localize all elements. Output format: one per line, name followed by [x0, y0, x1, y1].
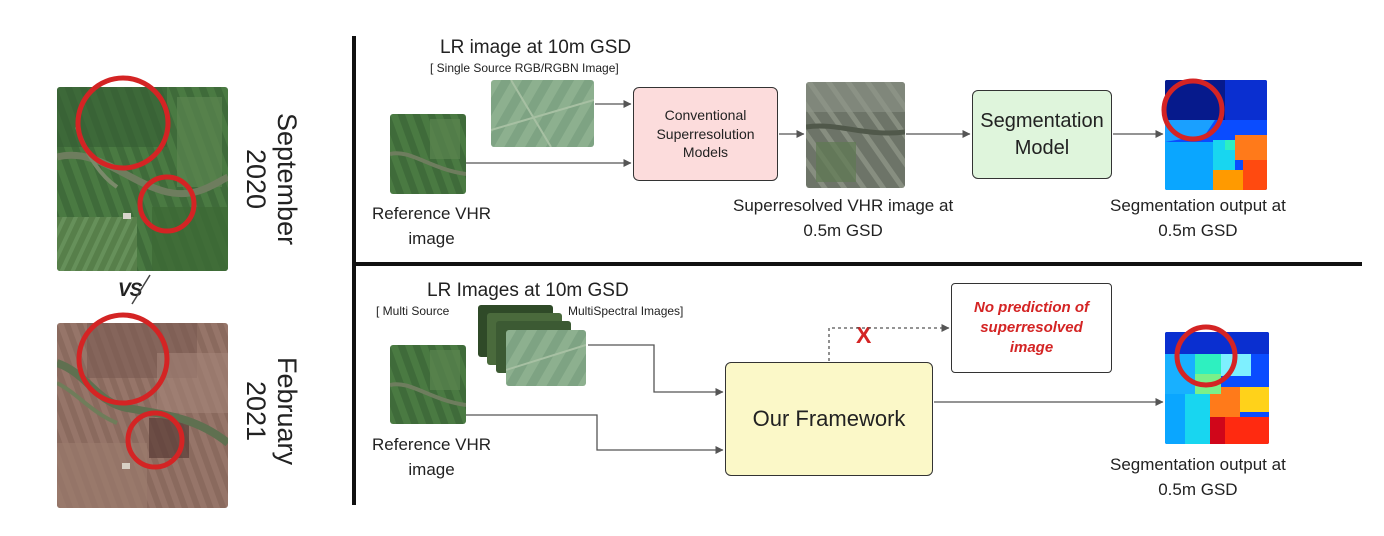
segmentation-line1: Segmentation: [980, 109, 1104, 132]
conventional-line2: Superresolution: [656, 125, 755, 142]
segmentation-model-box: Segmentation Model: [972, 90, 1112, 179]
no-prediction-line2: superresolved: [980, 318, 1083, 336]
no-prediction-line3: image: [1009, 339, 1054, 357]
bottom-reference-label: Reference VHR image: [372, 432, 491, 482]
superresolved-label: Superresolved VHR image at 0.5m GSD: [733, 193, 953, 243]
superresolved-line1: Superresolved VHR image at: [733, 196, 954, 215]
superresolved-line2: 0.5m GSD: [803, 221, 883, 240]
reference-label-line2: image: [408, 460, 455, 479]
february-2021-label: February 2021: [240, 346, 302, 476]
top-reference-image: [390, 114, 466, 194]
superresolved-image: [806, 82, 905, 188]
framework-label: Our Framework: [752, 406, 906, 432]
top-reference-label: Reference VHR image: [372, 201, 491, 251]
month-label: February: [272, 356, 303, 466]
september-2020-label: September 2020: [240, 94, 302, 264]
no-prediction-box: No prediction of superresolved image: [951, 283, 1112, 373]
top-lr-subtitle: [ Single Source RGB/RGBN Image]: [430, 61, 619, 75]
no-prediction-line1: No prediction of: [974, 298, 1089, 316]
top-segmentation-output: [1165, 80, 1267, 190]
year-label: 2021: [241, 380, 272, 442]
output-line1: Segmentation output at: [1110, 455, 1286, 474]
multi-source-label: [ Multi Source: [376, 304, 450, 318]
multispectral-label: MultiSpectral Images]: [568, 304, 684, 318]
bottom-lr-title: LR Images at 10m GSD: [427, 280, 629, 301]
conventional-superresolution-box: Conventional Superresolution Models: [633, 87, 778, 181]
september-2020-satellite-image: [57, 87, 228, 271]
top-lr-title: LR image at 10m GSD: [440, 37, 632, 58]
bottom-output-label: Segmentation output at 0.5m GSD: [1110, 452, 1286, 502]
arrow-reference-to-framework: [466, 414, 724, 454]
top-output-label: Segmentation output at 0.5m GSD: [1110, 193, 1286, 243]
top-lr-image: [491, 80, 594, 147]
month-label: September: [272, 112, 303, 246]
bottom-reference-image: [390, 345, 466, 424]
reference-label-line1: Reference VHR: [372, 204, 492, 223]
year-label: 2020: [241, 148, 272, 210]
reference-label-line2: image: [408, 229, 455, 248]
lr-image-stack: [478, 305, 588, 386]
vs-label: VS: [118, 280, 142, 301]
conventional-line3: Models: [682, 144, 729, 161]
output-line2: 0.5m GSD: [1158, 221, 1238, 240]
cross-mark: X: [856, 322, 872, 348]
bottom-segmentation-output: [1165, 332, 1269, 444]
output-line1: Segmentation output at: [1110, 196, 1286, 215]
dashed-arrow-no-prediction: [828, 324, 950, 361]
our-framework-box: Our Framework: [725, 362, 933, 476]
lr-stack-image: [506, 330, 586, 386]
output-line2: 0.5m GSD: [1158, 480, 1238, 499]
segmentation-line2: Model: [1014, 136, 1070, 159]
reference-label-line1: Reference VHR: [372, 435, 492, 454]
arrow-lr-stack-to-framework: [588, 344, 724, 396]
february-2021-satellite-image: [57, 323, 228, 508]
conventional-line1: Conventional: [664, 106, 747, 123]
